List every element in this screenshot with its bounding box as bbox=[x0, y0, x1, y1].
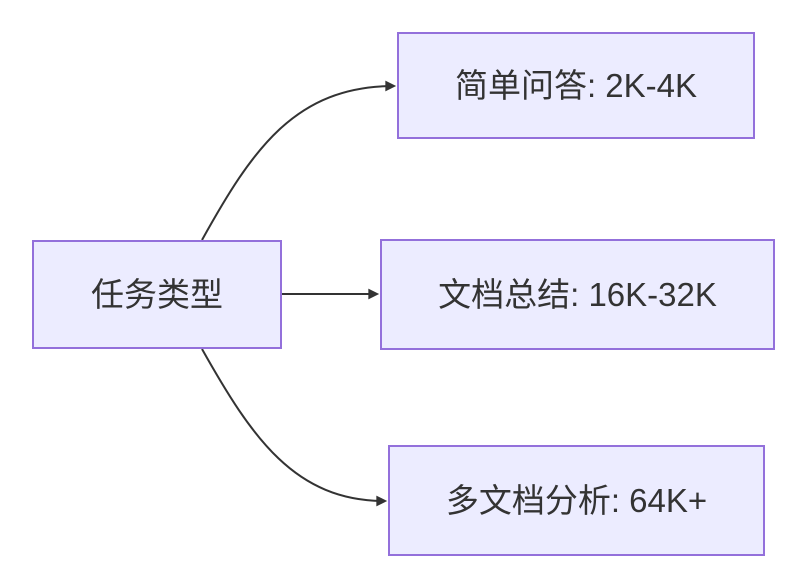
node-simple-qa-label: 简单问答: 2K-4K bbox=[454, 66, 698, 104]
node-multi-doc-label: 多文档分析: 64K+ bbox=[445, 481, 708, 519]
node-multi-doc: 多文档分析: 64K+ bbox=[388, 445, 765, 556]
node-simple-qa: 简单问答: 2K-4K bbox=[397, 32, 755, 139]
node-doc-summary-label: 文档总结: 16K-32K bbox=[438, 275, 717, 313]
node-task-type-label: 任务类型 bbox=[91, 275, 223, 313]
edge-task-to-simple-qa bbox=[201, 80, 397, 241]
node-task-type: 任务类型 bbox=[32, 240, 282, 349]
node-doc-summary: 文档总结: 16K-32K bbox=[380, 239, 775, 350]
edge-task-to-multi-doc bbox=[201, 348, 388, 507]
